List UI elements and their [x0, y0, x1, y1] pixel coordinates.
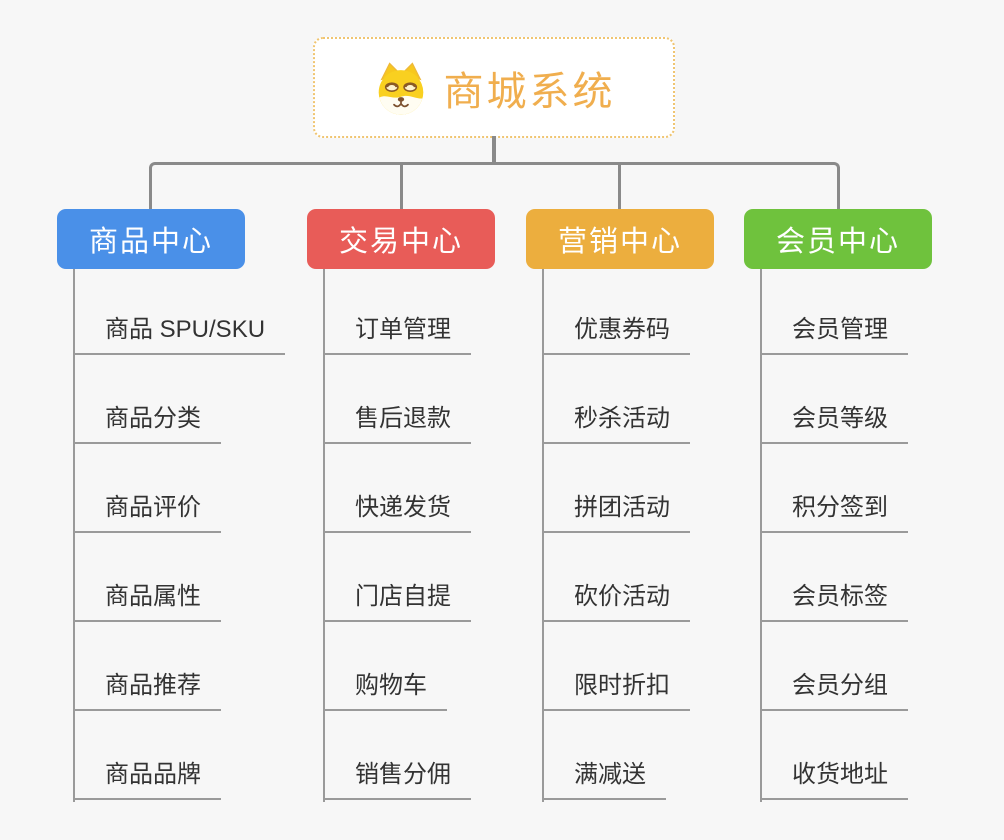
branch-node-marketing-center[interactable]: 营销中心 — [526, 209, 714, 269]
leaf-node[interactable]: 商品品牌 — [73, 760, 221, 800]
leaf-node[interactable]: 商品 SPU/SKU — [73, 315, 286, 355]
root-node[interactable]: 商城系统 — [313, 37, 675, 138]
leaf-node[interactable]: 拼团活动 — [542, 493, 690, 533]
leaf-node[interactable]: 商品推荐 — [73, 671, 221, 711]
leaf-node[interactable]: 会员标签 — [760, 582, 908, 622]
leaf-node[interactable]: 收货地址 — [760, 760, 908, 800]
leaf-node[interactable]: 会员管理 — [760, 315, 908, 355]
branch-node-trade-center[interactable]: 交易中心 — [307, 209, 495, 269]
branch-node-member-center[interactable]: 会员中心 — [744, 209, 932, 269]
leaf-node[interactable]: 商品分类 — [73, 404, 221, 444]
branch-node-product-center[interactable]: 商品中心 — [57, 209, 245, 269]
leaf-node[interactable]: 门店自提 — [323, 582, 471, 622]
leaf-node[interactable]: 订单管理 — [323, 315, 471, 355]
connector-drop-branch-3 — [618, 163, 621, 209]
branch-children-product: 商品 SPU/SKU 商品分类 商品评价 商品属性 商品推荐 商品品牌 — [73, 269, 323, 804]
connector-root-drop — [492, 136, 496, 163]
connector-bracket — [149, 162, 840, 210]
branch-children-member: 会员管理 会员等级 积分签到 会员标签 会员分组 收货地址 — [760, 269, 1004, 804]
branch-children-marketing: 优惠券码 秒杀活动 拼团活动 砍价活动 限时折扣 满减送 — [542, 269, 792, 804]
leaf-node[interactable]: 满减送 — [542, 760, 666, 800]
dog-face-icon — [378, 61, 423, 115]
root-title: 商城系统 — [443, 69, 616, 114]
branch-children-trade: 订单管理 售后退款 快递发货 门店自提 购物车 销售分佣 — [323, 269, 573, 804]
leaf-node[interactable]: 会员等级 — [760, 404, 908, 444]
leaf-node[interactable]: 砍价活动 — [542, 582, 690, 622]
leaf-node[interactable]: 会员分组 — [760, 671, 908, 711]
leaf-node[interactable]: 快递发货 — [323, 493, 471, 533]
leaf-node[interactable]: 售后退款 — [323, 404, 471, 444]
leaf-node[interactable]: 积分签到 — [760, 493, 908, 533]
leaf-node[interactable]: 销售分佣 — [323, 760, 471, 800]
leaf-node[interactable]: 商品属性 — [73, 582, 221, 622]
leaf-node[interactable]: 秒杀活动 — [542, 404, 690, 444]
leaf-node[interactable]: 购物车 — [323, 671, 447, 711]
leaf-node[interactable]: 商品评价 — [73, 493, 221, 533]
leaf-node[interactable]: 优惠券码 — [542, 315, 690, 355]
leaf-node[interactable]: 限时折扣 — [542, 671, 690, 711]
connector-drop-branch-2 — [400, 163, 403, 209]
